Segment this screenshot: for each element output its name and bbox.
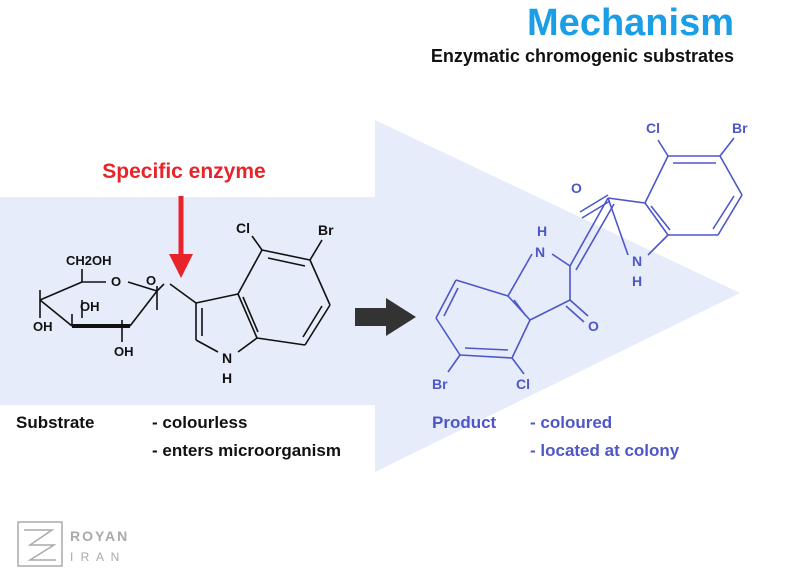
atom-ring-o: O bbox=[111, 274, 121, 289]
product-property-1: - coloured bbox=[530, 413, 612, 432]
atom-link-o: O bbox=[146, 273, 156, 288]
atom-product-cl-bottom: Cl bbox=[516, 376, 530, 392]
atom-product-n-upper: N bbox=[535, 244, 545, 260]
reaction-arrow bbox=[355, 298, 416, 336]
logo-mark-icon bbox=[17, 521, 63, 567]
atom-cl: Cl bbox=[236, 220, 250, 236]
substrate-property-1: - colourless bbox=[152, 413, 247, 432]
substrate-property-2: - enters microorganism bbox=[152, 441, 341, 460]
royan-logo: ROYAN I R A N bbox=[17, 521, 129, 567]
background-arrow bbox=[0, 120, 740, 472]
atom-oh-lower: OH bbox=[114, 344, 134, 359]
page-title: Mechanism bbox=[527, 2, 734, 44]
atom-product-br-bottom: Br bbox=[432, 376, 448, 392]
logo-text-royan: ROYAN bbox=[70, 528, 129, 544]
substrate-label: Substrate bbox=[16, 413, 94, 432]
atom-product-n-lower: N bbox=[632, 253, 642, 269]
atom-oh-upper: OH bbox=[80, 299, 100, 314]
logo-text-iran: I R A N bbox=[70, 550, 121, 564]
atom-product-o-top: O bbox=[571, 180, 582, 196]
atom-br: Br bbox=[318, 222, 334, 238]
atom-product-cl-top: Cl bbox=[646, 120, 660, 136]
atom-product-h-lower: H bbox=[632, 273, 642, 289]
atom-h: H bbox=[222, 370, 232, 386]
atom-product-o-lower: O bbox=[588, 318, 599, 334]
enzyme-arrow bbox=[169, 196, 193, 278]
atom-ch2oh: CH2OH bbox=[66, 253, 112, 268]
atom-product-h-upper: H bbox=[537, 223, 547, 239]
product-property-2: - located at colony bbox=[530, 441, 680, 460]
atom-oh-left: OH bbox=[33, 319, 53, 334]
product-molecule bbox=[435, 137, 743, 375]
product-label: Product bbox=[432, 413, 497, 432]
substrate-molecule bbox=[39, 235, 331, 353]
enzyme-label: Specific enzyme bbox=[102, 160, 265, 183]
atom-product-br-top: Br bbox=[732, 120, 748, 136]
atom-n: N bbox=[222, 350, 232, 366]
page-subtitle: Enzymatic chromogenic substrates bbox=[430, 46, 734, 66]
